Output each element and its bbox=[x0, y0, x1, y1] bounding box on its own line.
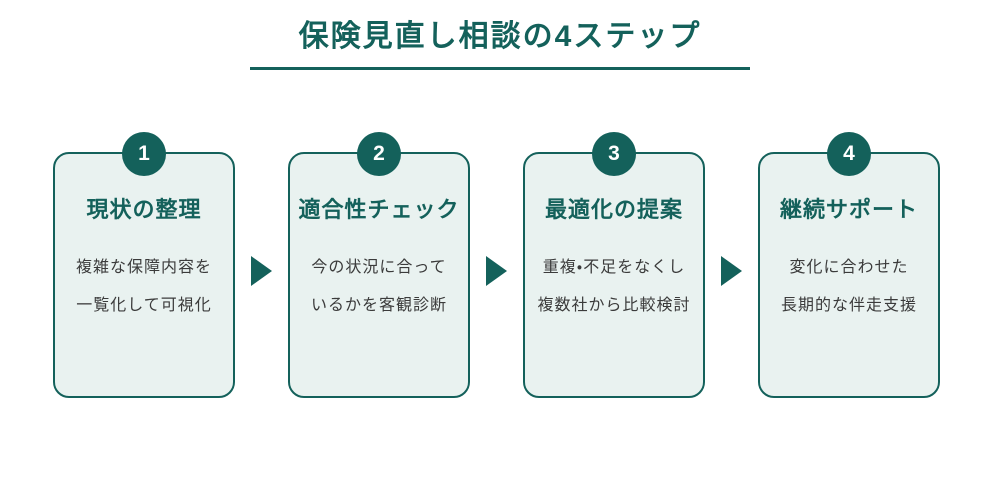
arrow-cell bbox=[235, 152, 288, 398]
step-card-4: 4 継続サポート 変化に合わせた 長期的な伴走支援 bbox=[758, 132, 940, 398]
step-description: 複雑な保障内容を 一覧化して可視化 bbox=[75, 259, 212, 314]
step-number-badge: 3 bbox=[592, 132, 636, 176]
step-number-badge: 4 bbox=[827, 132, 871, 176]
step-description: 変化に合わせた 長期的な伴走支援 bbox=[780, 259, 917, 314]
steps-row: 1 現状の整理 複雑な保障内容を 一覧化して可視化 2 適合性チェック 今の状況… bbox=[53, 132, 940, 398]
step-card-2: 2 適合性チェック 今の状況に合って いるかを客観診断 bbox=[288, 132, 470, 398]
step-number-badge: 1 bbox=[122, 132, 166, 176]
step-number-badge: 2 bbox=[357, 132, 401, 176]
step-title: 最適化の提案 bbox=[544, 197, 683, 222]
step-title: 適合性チェック bbox=[298, 197, 460, 222]
arrow-right-icon bbox=[486, 256, 507, 286]
arrow-right-icon bbox=[251, 256, 272, 286]
step-card-3: 3 最適化の提案 重複・不足をなくし 複数社から比較検討 bbox=[523, 132, 705, 398]
step-title: 継続サポート bbox=[779, 197, 918, 222]
step-title: 現状の整理 bbox=[86, 197, 202, 222]
step-description: 今の状況に合って いるかを客観診断 bbox=[310, 259, 447, 314]
arrow-right-icon bbox=[721, 256, 742, 286]
arrow-cell bbox=[705, 152, 758, 398]
page-title: 保険見直し相談の4ステップ bbox=[250, 18, 750, 70]
step-description: 重複・不足をなくし 複数社から比較検討 bbox=[537, 259, 691, 314]
header: 保険見直し相談の4ステップ bbox=[0, 18, 1000, 70]
arrow-cell bbox=[470, 152, 523, 398]
step-card-1: 1 現状の整理 複雑な保障内容を 一覧化して可視化 bbox=[53, 132, 235, 398]
